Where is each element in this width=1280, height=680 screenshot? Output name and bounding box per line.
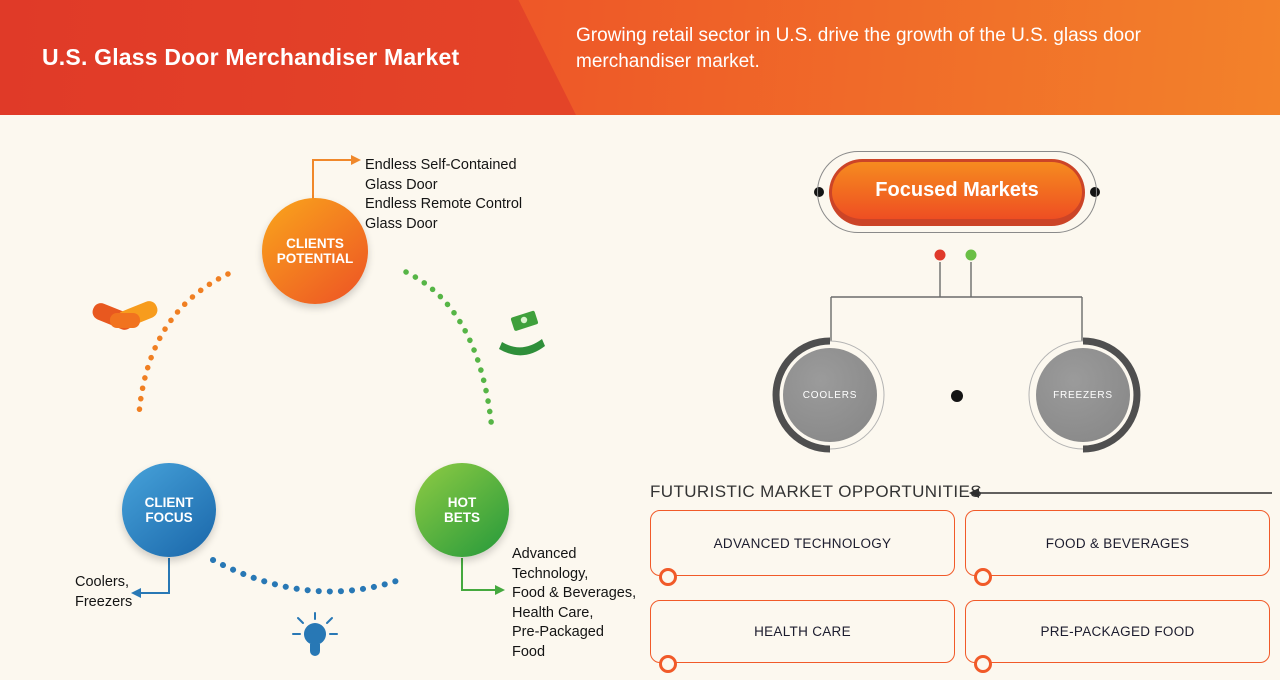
focused-markets-pill: Focused Markets	[829, 159, 1085, 226]
client-focus-label: CLIENT FOCUS	[144, 495, 194, 525]
opportunity-box-pre-packaged-food: PRE-PACKAGED FOOD	[965, 600, 1270, 673]
client-focus-note: Coolers, Freezers	[75, 574, 133, 610]
freezers-label: FREEZERS	[1053, 389, 1113, 401]
tree-center-dot	[951, 390, 963, 402]
tree-dot-red	[934, 249, 946, 261]
banner: U.S. Glass Door Merchandiser Market Grow…	[0, 0, 1280, 115]
client-focus-node: CLIENT FOCUS	[122, 463, 216, 557]
clients-potential-label: CLIENTS POTENTIAL	[276, 236, 354, 266]
hand-money-icon	[499, 310, 545, 356]
clients-potential-node: CLIENTS POTENTIAL	[262, 198, 368, 304]
opportunity-label: HEALTH CARE	[754, 624, 851, 639]
opportunity-marker-icon	[659, 568, 677, 586]
banner-accent-shape	[0, 0, 576, 115]
focused-markets-label: Focused Markets	[875, 179, 1039, 201]
banner-subtitle: Growing retail sector in U.S. drive the …	[576, 25, 1141, 72]
hot-bets-arrow	[461, 558, 495, 591]
coolers-node: COOLERS	[783, 348, 877, 442]
page-title: U.S. Glass Door Merchandiser Market	[42, 44, 460, 70]
freezers-node: FREEZERS	[1036, 348, 1130, 442]
tree-dot-green	[965, 249, 977, 261]
opportunity-marker-icon	[659, 655, 677, 673]
focused-markets-outline	[817, 151, 1097, 233]
opportunity-box-advanced-technology: ADVANCED TECHNOLOGY	[650, 510, 955, 586]
opportunity-marker-icon	[974, 568, 992, 586]
opportunities-title: FUTURISTIC MARKET OPPORTUNITIES	[650, 482, 982, 501]
hot-bets-note: Advanced Technology, Food & Beverages, H…	[512, 546, 637, 660]
opportunity-label: ADVANCED TECHNOLOGY	[713, 535, 892, 551]
opportunity-box-health-care: HEALTH CARE	[650, 600, 955, 673]
cycle-arc-orange	[136, 271, 231, 417]
clients-potential-note: Endless Self-Contained Glass Door Endles…	[365, 157, 523, 232]
cycle-arc-blue	[210, 557, 408, 595]
cycle-arc-green	[403, 269, 495, 433]
clients-potential-arrow-head	[351, 155, 361, 165]
opportunity-label: FOOD & BEVERAGES	[1045, 535, 1190, 551]
lightbulb-icon	[292, 612, 338, 656]
opportunity-marker-icon	[974, 655, 992, 673]
market-tree-lines	[830, 262, 1083, 341]
opportunity-box-food-beverages: FOOD & BEVERAGES	[965, 510, 1270, 586]
hot-bets-label: HOT BETS	[443, 495, 480, 525]
handshake-icon	[92, 301, 158, 330]
hot-bets-arrow-head	[495, 585, 505, 595]
coolers-label: COOLERS	[802, 389, 858, 401]
opportunity-label: PRE-PACKAGED FOOD	[1040, 624, 1195, 639]
hot-bets-node: HOT BETS	[415, 463, 509, 557]
